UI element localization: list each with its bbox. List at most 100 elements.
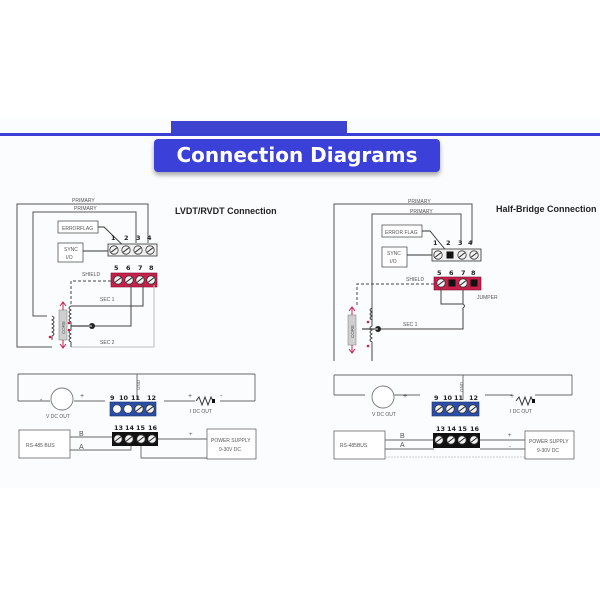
voltmeter-icon	[50, 387, 74, 411]
terminal-hole	[112, 404, 122, 414]
terminal-number: 2	[124, 234, 129, 242]
shield-wire	[70, 280, 111, 305]
terminal-screw	[113, 275, 123, 285]
terminal-screw	[133, 245, 143, 255]
polarity-dot	[366, 320, 370, 324]
terminal-number: 10	[443, 394, 453, 402]
sync-io-box	[57, 242, 84, 263]
v-minus-label: -	[40, 397, 43, 404]
sec-common-wire	[92, 285, 132, 327]
polarity-dot	[67, 328, 71, 332]
terminal-block-13-16	[433, 433, 480, 448]
terminal-number: 9	[110, 394, 115, 402]
terminal-plug	[446, 251, 454, 259]
terminal-plug	[448, 279, 456, 287]
terminal-screw	[458, 278, 468, 288]
terminal-screw	[124, 275, 134, 285]
terminal-screw	[135, 275, 145, 285]
terminal-screw	[457, 250, 467, 260]
v-plus-label: +	[403, 393, 407, 400]
lvdt-diagram: LVDT/RVDT Connection PRIMARY PRIMARY ERR…	[16, 198, 277, 460]
power-voltage-label: 9-30V DC	[537, 448, 559, 454]
sec1-label: SEC 1	[100, 297, 115, 303]
power-supply-box	[524, 430, 575, 460]
terminal-number: 16	[148, 424, 158, 432]
shield-label: SHIELD	[82, 272, 100, 278]
terminal-screw	[446, 435, 456, 445]
secondary-coil	[68, 305, 73, 347]
sync-io-label: I/O	[66, 255, 73, 261]
terminal-number: 2	[446, 239, 451, 247]
terminal-number: 14	[447, 425, 457, 433]
primary-hi-wire	[16, 203, 149, 348]
terminal-screw	[109, 245, 119, 255]
sync-io-label: I/O	[390, 259, 397, 265]
terminal-number: 3	[458, 239, 463, 247]
sec2-label: SEC 2	[100, 340, 115, 346]
terminal-block-1-4	[431, 248, 482, 262]
terminal-number: 12	[469, 394, 478, 402]
terminal-block-13-16	[112, 432, 158, 446]
shield-wire	[356, 283, 434, 306]
terminal-block-5-8	[110, 272, 158, 288]
core-motion-arrows	[59, 301, 67, 349]
primary-hi-wire	[333, 203, 473, 361]
half-bridge-coil	[369, 307, 374, 361]
i-minus-label: -	[220, 393, 223, 400]
voltmeter-icon	[371, 385, 395, 409]
v-plus-label: +	[80, 393, 84, 400]
terminal-screw	[434, 435, 444, 445]
primary-lo-label: PRIMARY	[74, 206, 97, 212]
terminal-number: 13	[114, 424, 123, 432]
terminal-number: 16	[470, 425, 480, 433]
power-voltage-label: 9-30V DC	[219, 447, 241, 453]
terminal-number: 12	[147, 394, 156, 402]
resistor-end	[212, 399, 215, 403]
power-plus-label: +	[508, 433, 512, 439]
rs485-label: RS-485 BUS	[26, 443, 55, 449]
polarity-dot	[48, 335, 52, 339]
terminal-screw	[457, 404, 467, 414]
terminal-screw	[145, 245, 155, 255]
terminal-number: 6	[126, 264, 131, 272]
terminal-screw	[469, 435, 479, 445]
error-flag-label: ERROR FLAG	[385, 230, 418, 236]
terminal-screw	[113, 434, 123, 444]
core-label: CORE	[61, 321, 66, 334]
terminal-plug	[470, 279, 478, 287]
diagram-title: LVDT/RVDT Connection	[175, 206, 277, 216]
content-background	[0, 118, 600, 488]
terminal-number: 10	[119, 394, 129, 402]
sec1-wire	[378, 303, 465, 330]
page-title: Connection Diagrams	[154, 139, 440, 172]
terminal-number: 8	[149, 264, 154, 272]
i-dc-out-label: I DC OUT	[190, 409, 212, 415]
terminal-block-9-12	[431, 401, 480, 417]
terminal-screw	[457, 435, 467, 445]
terminal-screw	[445, 404, 455, 414]
gnd-label: GND	[136, 379, 141, 390]
header-tab-decoration	[171, 121, 347, 134]
terminal-hole	[123, 404, 133, 414]
primary-hi-label: PRIMARY	[408, 199, 431, 205]
terminal-screw	[469, 250, 479, 260]
terminal-screw	[136, 434, 146, 444]
sync-io-box	[381, 246, 408, 268]
bus-b-label: B	[79, 431, 84, 438]
terminal-screw	[146, 275, 156, 285]
power-wires	[140, 438, 207, 459]
terminal-screw	[434, 404, 444, 414]
terminal-number: 5	[114, 264, 119, 272]
bus-wires	[385, 439, 434, 450]
sync-label: SYNC	[387, 251, 401, 257]
core-motion-arrows	[348, 306, 356, 354]
terminal-block-1-4	[107, 243, 158, 257]
resistor-icon	[195, 395, 214, 407]
polarity-dot	[366, 344, 370, 348]
terminal-number: 7	[461, 269, 466, 277]
jumper-label: JUMPER	[477, 295, 498, 301]
rs485-box	[333, 430, 386, 460]
power-supply-box	[206, 428, 257, 460]
primary-hi-label: PRIMARY	[72, 198, 95, 204]
half-bridge-diagram: Half-Bridge Connection PRIMARY PRIMARY E…	[333, 199, 597, 460]
